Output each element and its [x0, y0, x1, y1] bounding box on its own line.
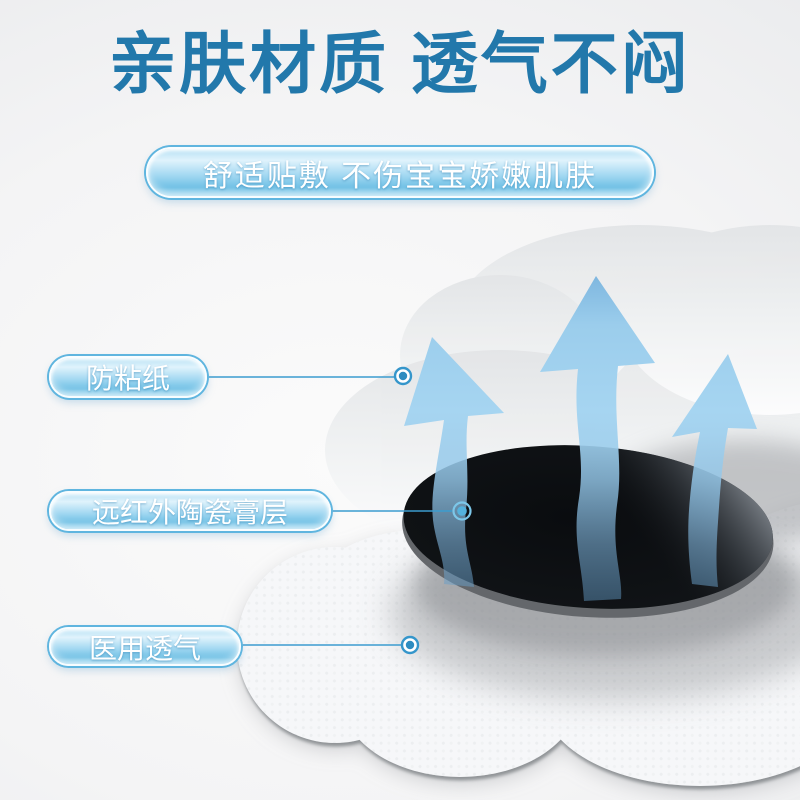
- airflow-arrows: [404, 276, 757, 601]
- callout-label-release-paper: 防粘纸: [49, 356, 207, 398]
- callout-label-medical-breathable: 医用透气: [49, 627, 241, 666]
- subtitle-banner: 舒适贴敷 不伤宝宝娇嫩肌肤: [146, 147, 654, 198]
- callout-marker-ceramic-layer-icon: [452, 501, 472, 521]
- airflow-arrow-right-icon: [672, 354, 757, 587]
- airflow-arrow-middle-icon: [540, 276, 655, 601]
- callout-marker-release-paper-icon: [393, 366, 413, 386]
- page-title: 亲肤材质 透气不闷: [109, 27, 691, 102]
- callout-label-ceramic-layer: 远红外陶瓷膏层: [49, 491, 331, 531]
- callout-connectors: [208, 366, 472, 655]
- callout-marker-medical-breathable-icon: [400, 635, 420, 655]
- airflow-arrow-left-icon: [404, 337, 504, 587]
